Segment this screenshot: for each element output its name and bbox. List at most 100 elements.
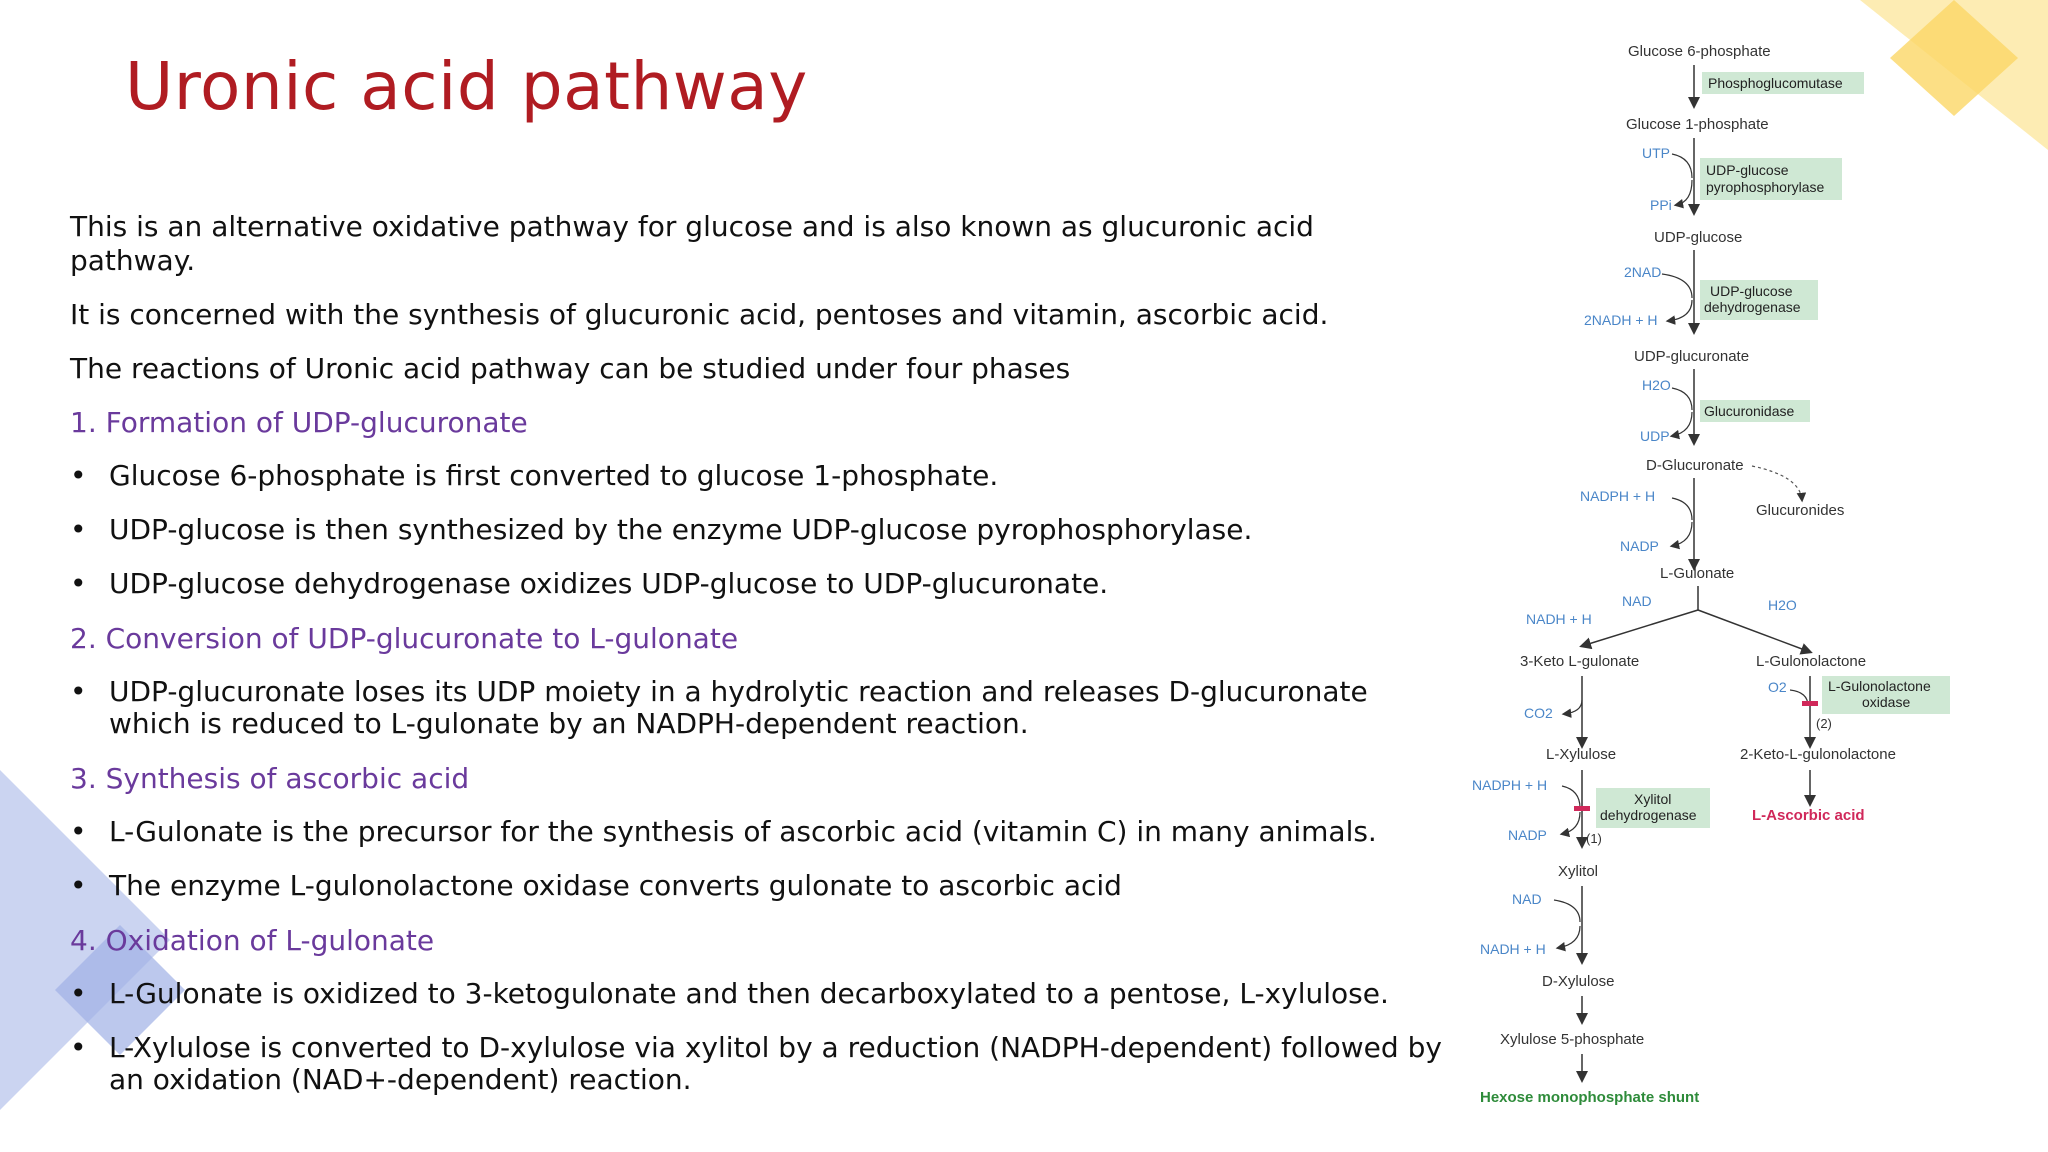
- step-number: (1): [1586, 831, 1602, 846]
- enzyme-box: [1702, 72, 1864, 94]
- cofactor-label: NADH + H: [1526, 611, 1592, 627]
- enzyme-label: dehydrogenase: [1704, 299, 1801, 315]
- enzyme-box: [1822, 676, 1950, 714]
- phase-heading: 1. Formation of UDP-glucuronate: [70, 406, 528, 439]
- bullet-dot: •: [70, 513, 87, 546]
- cofactor-curve: [1553, 899, 1581, 923]
- phase-heading: 3. Synthesis of ascorbic acid: [70, 762, 470, 795]
- enzyme-label: pyrophosphorylase: [1706, 179, 1825, 195]
- bullet-item: • UDP-glucose dehydrogenase oxidizes UDP-…: [70, 568, 1430, 600]
- enzyme-box: [1596, 788, 1710, 828]
- bullet-text: Glucose 6-phosphate is first converted t…: [109, 459, 999, 492]
- cofactor-curve: [1671, 387, 1693, 411]
- pathway-diagram-svg: Glucose 6-phosphate Phosphoglucomutase G…: [1472, 43, 1950, 1106]
- metabolite-label: Xylitol: [1558, 863, 1598, 880]
- cofactor-curve: [1561, 699, 1583, 718]
- metabolite-label: L-Xylulose: [1546, 746, 1616, 763]
- cofactor-label: NAD: [1512, 891, 1542, 907]
- bullet-dot: •: [70, 567, 87, 600]
- cofactor-label: H2O: [1768, 597, 1797, 613]
- reaction-arrow: [1697, 609, 1813, 655]
- block-mark: [1574, 806, 1590, 811]
- cofactor-label: UDP: [1640, 428, 1670, 444]
- bullet-text: L-Gulonate is oxidized to 3-ketogulonate…: [109, 977, 1389, 1010]
- metabolite-label: Xylulose 5-phosphate: [1500, 1031, 1644, 1048]
- metabolite-label: 3-Keto L-gulonate: [1520, 653, 1639, 670]
- bullet-text: The enzyme L-gulonolactone oxidase conve…: [109, 869, 1122, 902]
- bullet-item: • L-Xylulose is converted to D-xylulose v…: [70, 1032, 1459, 1096]
- cofactor-curve: [1661, 273, 1693, 299]
- enzyme-label: dehydrogenase: [1600, 807, 1697, 823]
- metabolite-label: Glucose 1-phosphate: [1626, 116, 1769, 133]
- metabolite-label: Glucuronides: [1756, 502, 1844, 519]
- cofactor-curve: [1665, 299, 1693, 325]
- cofactor-curve: [1671, 497, 1693, 521]
- cofactor-label: NADPH + H: [1472, 777, 1547, 793]
- bullet-text: UDP-glucuronate loses its UDP moiety in …: [109, 675, 1368, 740]
- reaction-arrow: [1579, 609, 1699, 650]
- cofactor-curve: [1555, 925, 1581, 952]
- cofactor-curve: [1669, 521, 1693, 550]
- cofactor-label: 2NADH + H: [1584, 312, 1658, 328]
- enzyme-label: Phosphoglucomutase: [1708, 75, 1843, 91]
- slide-title: Uronic acid pathway: [125, 48, 808, 125]
- pathway-diagram: Glucose 6-phosphate Phosphoglucomutase G…: [1450, 28, 2030, 1128]
- bullet-item: • UDP-glucuronate loses its UDP moiety in…: [70, 676, 1409, 740]
- cofactor-label: 2NAD: [1624, 264, 1661, 280]
- cofactor-curve: [1673, 179, 1693, 209]
- metabolite-label: L-Gulonate: [1660, 565, 1734, 582]
- cofactor-label: NADPH + H: [1580, 488, 1655, 504]
- metabolite-label: 2-Keto-L-gulonolactone: [1740, 746, 1896, 763]
- bullet-dot: •: [70, 675, 87, 708]
- bullet-item: • Glucose 6-phosphate is first converted …: [70, 460, 1430, 492]
- cofactor-label: NAD: [1622, 593, 1652, 609]
- bullet-dot: •: [70, 1031, 87, 1064]
- intro-line: This is an alternative oxidative pathway…: [70, 210, 1314, 277]
- enzyme-box: [1700, 280, 1818, 320]
- bullet-item: •L-Gulonate is oxidized to 3-ketogulonat…: [70, 978, 1430, 1010]
- enzyme-label: Glucuronidase: [1704, 403, 1794, 419]
- bullet-dot: •: [70, 459, 87, 492]
- cofactor-label: NADP: [1620, 538, 1659, 554]
- metabolite-label: D-Xylulose: [1542, 973, 1615, 990]
- decorative-corner-top-right: [1860, 0, 2048, 150]
- metabolite-label: UDP-glucuronate: [1634, 348, 1749, 365]
- bullet-text: UDP-glucose dehydrogenase oxidizes UDP-g…: [109, 567, 1109, 600]
- intro-line: The reactions of Uronic acid pathway can…: [70, 352, 1071, 385]
- cofactor-label: PPi: [1650, 197, 1672, 213]
- metabolite-label: UDP-glucose: [1654, 229, 1742, 246]
- cofactor-label: UTP: [1642, 145, 1670, 161]
- decorative-corner-bottom-left: [0, 770, 185, 1110]
- reaction-arrow: [1751, 465, 1807, 503]
- enzyme-box: [1700, 400, 1810, 422]
- cofactor-curve: [1669, 411, 1693, 440]
- bullet-dot: •: [70, 815, 87, 848]
- phase-heading: 2. Conversion of UDP-glucuronate to L-gu…: [70, 622, 739, 655]
- step-number: (2): [1816, 716, 1832, 731]
- bullet-item: • The enzyme L-gulonolactone oxidase conv…: [70, 870, 1430, 902]
- cofactor-curve: [1561, 785, 1581, 809]
- cofactor-label: NADP: [1508, 827, 1547, 843]
- enzyme-label: oxidase: [1862, 694, 1910, 710]
- cofactor-label: NADH + H: [1480, 941, 1546, 957]
- bullet-text: L-Xylulose is converted to D-xylulose vi…: [109, 1031, 1442, 1096]
- metabolite-label: Hexose monophosphate shunt: [1480, 1089, 1699, 1106]
- metabolite-label: D-Glucuronate: [1646, 457, 1744, 474]
- bullet-dot: •: [70, 869, 87, 902]
- bullet-item: • L-Gulonate is the precursor for the syn…: [70, 816, 1430, 848]
- cofactor-curve: [1559, 811, 1581, 838]
- block-mark: [1802, 701, 1818, 706]
- cofactor-label: H2O: [1642, 377, 1671, 393]
- enzyme-label: UDP-glucose: [1706, 162, 1789, 178]
- metabolite-label: Glucose 6-phosphate: [1628, 43, 1771, 60]
- cofactor-curve: [1671, 153, 1693, 179]
- intro-line: It is concerned with the synthesis of gl…: [70, 298, 1329, 331]
- metabolite-label: L-Ascorbic acid: [1752, 807, 1865, 824]
- enzyme-label: L-Gulonolactone: [1828, 678, 1931, 694]
- bullet-text: L-Gulonate is the precursor for the synt…: [109, 815, 1377, 848]
- enzyme-label: UDP-glucose: [1710, 283, 1793, 299]
- bullet-text: UDP-glucose is then synthesized by the e…: [109, 513, 1253, 546]
- cofactor-label: O2: [1768, 679, 1787, 695]
- cofactor-label: CO2: [1524, 705, 1553, 721]
